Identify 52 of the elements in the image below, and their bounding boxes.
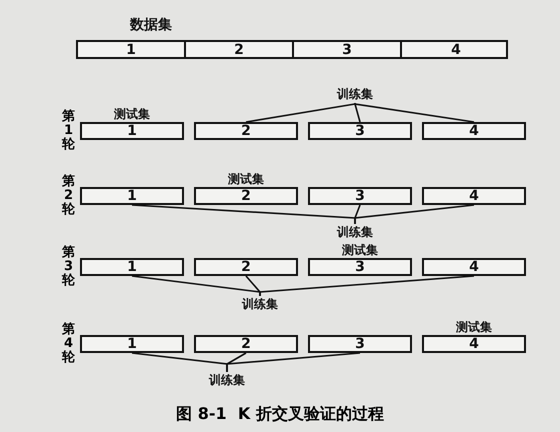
fold-box: [308, 122, 412, 140]
fold-number: 2: [241, 188, 251, 204]
fold-number: 2: [241, 123, 251, 139]
test-set-label: 测试集: [456, 319, 492, 336]
fold-number: 1: [127, 123, 137, 139]
fold-number: 1: [126, 42, 136, 58]
set-label: 训练集: [336, 224, 374, 241]
fold-number: 4: [469, 188, 479, 204]
fold-box: [422, 258, 526, 276]
round-label: 第4轮: [62, 322, 75, 366]
fold-number: 3: [355, 336, 365, 352]
set-label: 训练集: [241, 296, 279, 313]
fold-number: 3: [355, 188, 365, 204]
fold-box: [308, 187, 412, 205]
fold-box: [80, 258, 184, 276]
test-set-label: 测试集: [114, 106, 150, 123]
set-label: 训练集: [336, 86, 374, 103]
fold-number: 1: [127, 259, 137, 275]
connector-line: [226, 352, 360, 372]
connector-line: [354, 102, 361, 122]
fold-number: 4: [469, 259, 479, 275]
test-set-label: 测试集: [342, 242, 378, 259]
fold-number: 1: [127, 188, 137, 204]
fold-box: [194, 335, 298, 353]
fold-box: [194, 258, 298, 276]
fold-box: [422, 187, 526, 205]
connector-line: [354, 204, 474, 224]
round-label: 第2轮: [62, 174, 75, 218]
fold-box: [80, 335, 184, 353]
fold-number: 4: [469, 123, 479, 139]
figure-caption: 图 8-1 K 折交叉验证的过程: [175, 404, 385, 425]
connector-line: [246, 102, 356, 123]
fold-box: [422, 122, 526, 140]
test-set-label: 测试集: [228, 171, 264, 188]
fold-number: 4: [451, 42, 461, 58]
fold-number: 2: [241, 259, 251, 275]
connector-line: [354, 102, 474, 123]
fold-number: 2: [234, 42, 244, 58]
fold-box: [308, 335, 412, 353]
connector-line: [259, 275, 474, 296]
fold-number: 3: [342, 42, 352, 58]
fold-number: 1: [127, 336, 137, 352]
fold-box: [194, 122, 298, 140]
fold-number: 4: [469, 336, 479, 352]
fold-number: 3: [355, 259, 365, 275]
round-label: 第3轮: [62, 246, 75, 288]
set-label: 训练集: [208, 372, 246, 389]
fold-number: 2: [241, 336, 251, 352]
dataset-heading: 数据集: [130, 16, 172, 34]
fold-box: [80, 187, 184, 205]
round-label: 第1轮: [62, 110, 75, 152]
fold-number: 3: [355, 123, 365, 139]
